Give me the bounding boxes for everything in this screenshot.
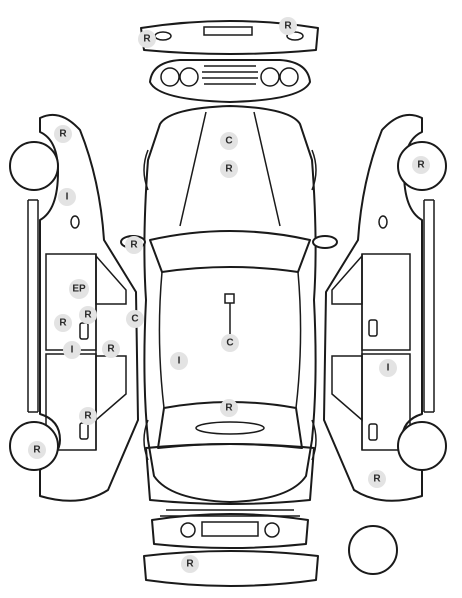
svg-text:R: R	[107, 344, 115, 355]
svg-text:C: C	[131, 314, 138, 325]
marker-rear-bumper[interactable]: R	[181, 555, 199, 573]
svg-text:R: R	[130, 240, 138, 251]
svg-text:R: R	[33, 445, 41, 456]
right-rear-wheel	[397, 421, 447, 471]
damage-markers: R R C R R I R EP R R C I R C I R R R I R…	[28, 17, 430, 573]
svg-text:C: C	[226, 338, 233, 349]
svg-text:R: R	[143, 34, 151, 45]
marker-antenna-c[interactable]: C	[221, 334, 239, 352]
marker-rear-window[interactable]: R	[220, 399, 238, 417]
marker-left-front-door-ep[interactable]: EP	[69, 279, 89, 299]
marker-right-rear-fender[interactable]: R	[368, 470, 386, 488]
svg-text:I: I	[387, 363, 390, 374]
marker-left-front-door-r1[interactable]: R	[54, 314, 72, 332]
right-mirror	[312, 235, 338, 249]
marker-hood-c[interactable]: C	[220, 132, 238, 150]
left-front-wheel	[9, 141, 59, 191]
right-side-view[interactable]	[323, 114, 447, 502]
marker-left-door-r2[interactable]: R	[102, 340, 120, 358]
marker-left-rear-wheel[interactable]: R	[28, 441, 46, 459]
marker-right-rear-door-i[interactable]: I	[379, 359, 397, 377]
marker-front-bumper-right[interactable]: R	[279, 17, 297, 35]
svg-text:R: R	[225, 164, 233, 175]
svg-text:I: I	[71, 345, 74, 356]
svg-text:R: R	[84, 411, 92, 422]
marker-left-front-fender[interactable]: R	[54, 125, 72, 143]
front-grille[interactable]	[149, 59, 311, 103]
marker-roof-i[interactable]: I	[170, 352, 188, 370]
marker-hood-r[interactable]: R	[220, 160, 238, 178]
svg-text:I: I	[178, 356, 181, 367]
svg-text:I: I	[66, 192, 69, 203]
svg-text:EP: EP	[72, 284, 86, 295]
rear-bumper[interactable]	[143, 550, 319, 587]
svg-text:R: R	[284, 21, 292, 32]
marker-left-mirror[interactable]: R	[125, 236, 143, 254]
spare-wheel[interactable]	[348, 525, 398, 575]
marker-left-front-handle[interactable]: R	[79, 306, 97, 324]
svg-text:C: C	[225, 136, 232, 147]
rear-lights[interactable]	[151, 509, 309, 549]
svg-text:R: R	[417, 160, 425, 171]
marker-left-pillar-c[interactable]: C	[126, 310, 144, 328]
svg-text:R: R	[186, 559, 194, 570]
left-side-view[interactable]	[9, 114, 139, 502]
marker-right-front-wheel[interactable]: R	[412, 156, 430, 174]
marker-front-bumper-left[interactable]: R	[138, 30, 156, 48]
marker-left-front-fender-i[interactable]: I	[58, 188, 76, 206]
svg-text:R: R	[373, 474, 381, 485]
svg-text:R: R	[84, 310, 92, 321]
svg-text:R: R	[59, 318, 67, 329]
marker-left-door-i[interactable]: I	[63, 341, 81, 359]
marker-left-rear-handle[interactable]: R	[79, 407, 97, 425]
front-bumper[interactable]	[140, 20, 319, 55]
svg-text:R: R	[225, 403, 233, 414]
svg-text:R: R	[59, 129, 67, 140]
